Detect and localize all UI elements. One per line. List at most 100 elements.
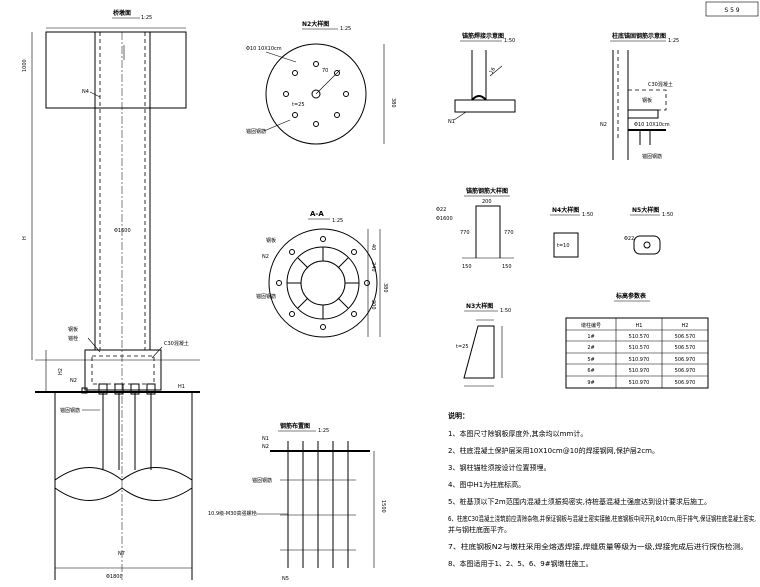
weld-n1: N1 xyxy=(448,119,455,125)
pier-bottom-scale: 1:25 xyxy=(668,38,679,44)
bar-dim-right: 770 xyxy=(504,230,514,236)
n3-scale: 1:50 xyxy=(500,308,511,314)
bar-dim-left: 770 xyxy=(460,230,470,236)
anchor-bar-title: 锚筋钢筋大样图 xyxy=(466,187,508,195)
table-cell: 506.570 xyxy=(675,334,696,340)
pb-c30: C30混凝土 xyxy=(648,81,673,88)
n4-detail: N4大样图 1:50 t=10 xyxy=(550,206,593,258)
note-line: 5、桩基顶以下2m范围内混凝土须振捣密实,待桩基混凝土强度达到设计要求后施工。 xyxy=(448,497,711,506)
n2-dim: 380 xyxy=(390,98,396,108)
a-a-section: A-A 1:25 钢板 N2 锚固钢筋 40 240 200 380 xyxy=(256,210,388,338)
table-cell: 510.570 xyxy=(629,345,650,351)
notes: 说明： 1、本图尺寸除钢板厚度外,其余均以mm计。 2、柱底混凝土保护层采用10… xyxy=(448,411,756,568)
aa-dim-200: 200 xyxy=(370,300,376,310)
bolt-label: 锚栓 xyxy=(68,335,78,342)
n5-diameter: Φ22 xyxy=(624,236,634,242)
n2-thickness: t=25 xyxy=(292,102,305,108)
table-cell: 5# xyxy=(587,357,594,363)
svg-text:70: 70 xyxy=(322,68,328,74)
table-header: 墩柱编号 xyxy=(581,322,601,329)
table-cell: 6# xyxy=(587,368,594,374)
note-line: 3、钢柱锚栓须按设计位置预埋。 xyxy=(448,463,550,472)
anchor-weld-scale: 1:50 xyxy=(504,38,515,44)
n5-title: N5大样图 xyxy=(632,206,659,214)
bar-length: Φ1600 xyxy=(436,216,453,222)
table-cell: 9# xyxy=(587,380,594,386)
table-cell: 506.970 xyxy=(675,368,696,374)
svg-text:H: H xyxy=(22,236,28,240)
pb-anchor: 锚固钢筋 xyxy=(642,153,662,160)
notes-title: 说明： xyxy=(448,411,469,420)
n3-thickness: t=25 xyxy=(456,344,469,350)
note-line: 7、柱底钢板N2与墩柱采用全熔透焊接,焊缝质量等级为一级,焊接完成后进行探伤检测… xyxy=(448,542,748,551)
note-line: 8、本图适用于1、2、5、6、9#钢墩柱施工。 xyxy=(448,559,593,568)
anchor-label: 锚固钢筋 xyxy=(60,407,80,414)
pile-diameter: Φ1800 xyxy=(106,574,123,580)
rebar-dim: 1500 xyxy=(380,500,386,513)
column-diameter: Φ1600 xyxy=(114,228,131,234)
n3-detail: N3大样图 1:50 t=25 xyxy=(456,302,511,387)
n2-hole-note: Φ10 10X10cm xyxy=(246,46,282,52)
aa-plate-label: 钢板 xyxy=(266,237,276,244)
svg-text:40: 40 xyxy=(370,244,376,250)
plate-label: 钢板 xyxy=(68,326,78,333)
pile-top-scale: 1:25 xyxy=(141,15,152,21)
a-a-title: A-A xyxy=(310,210,324,218)
n4-thickness: t=10 xyxy=(557,243,570,249)
rebar-anchor: 锚固钢筋 xyxy=(252,477,272,484)
table-cell: 506.570 xyxy=(675,345,696,351)
svg-text:1000: 1000 xyxy=(22,59,28,72)
anchor-weld-detail: 锚筋焊接示意图 1:50 16 N1 xyxy=(448,32,516,125)
table-cell: 510.970 xyxy=(629,357,650,363)
svg-text:16: 16 xyxy=(489,66,497,75)
bar-dim-150l: 150 xyxy=(462,264,472,270)
a-a-scale: 1:25 xyxy=(332,218,343,224)
bar-dim-150r: 150 xyxy=(502,264,512,270)
stamp-text: S 5 9 xyxy=(724,7,739,14)
drawing-stamp: S 5 9 xyxy=(705,1,759,17)
n2-anchor-label: 锚固钢筋 xyxy=(246,128,266,135)
table-cell: 506.970 xyxy=(675,357,696,363)
pier-bottom-detail: 柱底锚固钢筋示意图 1:25 C30混凝土 钢板 Φ10 10X10cm N2 … xyxy=(600,32,679,160)
n2-scale: 1:25 xyxy=(340,26,351,32)
rebar-n1: N1 xyxy=(262,436,269,442)
table-header: H1 xyxy=(636,323,643,329)
note-line: 4、图中H1为柱底标高。 xyxy=(448,480,525,489)
note-line: 2、柱底混凝土保护层采用10X10cm@10的焊接钢网,保护层2cm。 xyxy=(448,446,659,455)
aa-n2-label: N2 xyxy=(262,254,269,260)
table-header: H2 xyxy=(682,323,689,329)
bar-diameter: Φ22 xyxy=(436,207,446,213)
n2-detail-title: N2大样图 xyxy=(302,20,329,28)
elevation-table: 标高参数表 墩柱编号 H1 H2 1# 510.570 506.570 2# 5… xyxy=(565,292,709,389)
table-cell: 1# xyxy=(587,334,594,340)
rebar-bolt-note: 10.9级-M30高强螺栓 xyxy=(208,510,257,517)
rebar-scale: 1:25 xyxy=(318,428,329,434)
note-line: 1、本图尺寸除钢板厚度外,其余均以mm计。 xyxy=(448,429,587,438)
n5-detail: N5大样图 1:50 Φ22 xyxy=(624,206,673,255)
n4-title: N4大样图 xyxy=(552,206,579,214)
h1-label: H1 xyxy=(178,384,185,390)
table-cell: 510.570 xyxy=(629,334,650,340)
pier-bottom-title: 柱底锚固钢筋示意图 xyxy=(612,32,666,40)
n4-label: N4 xyxy=(82,89,89,95)
svg-text:N7: N7 xyxy=(118,551,125,557)
aa-dim-240: 240 xyxy=(370,262,376,272)
bar-dim-200: 200 xyxy=(482,199,492,205)
pb-n2: N2 xyxy=(600,122,607,128)
pier-elevation: 桥墩面 1:25 1000 N4 Φ1600 H 钢板 锚栓 C30混凝土 H2 xyxy=(22,9,200,580)
rebar-n2: N2 xyxy=(262,444,269,450)
pb-mesh: Φ10 10X10cm xyxy=(634,122,670,128)
rebar-layout: 钢筋布置图 1:25 N1 N2 锚固钢筋 10.9级-M30高强螺栓 N5 1… xyxy=(208,422,386,582)
table-cell: 510.970 xyxy=(629,380,650,386)
n2-label-elev: N2 xyxy=(70,378,77,384)
svg-text:H2: H2 xyxy=(58,368,64,375)
table-cell: 510.970 xyxy=(629,368,650,374)
note-line: 并与钢柱底面平齐。 xyxy=(448,525,511,534)
anchor-bar-detail: 锚筋钢筋大样图 Φ22 Φ1600 200 770 770 150 150 xyxy=(436,187,514,270)
n5-scale: 1:50 xyxy=(662,212,673,218)
c30-label: C30混凝土 xyxy=(164,340,189,347)
n3-title: N3大样图 xyxy=(466,302,493,310)
n4-scale: 1:50 xyxy=(582,212,593,218)
rebar-n5: N5 xyxy=(282,576,289,582)
